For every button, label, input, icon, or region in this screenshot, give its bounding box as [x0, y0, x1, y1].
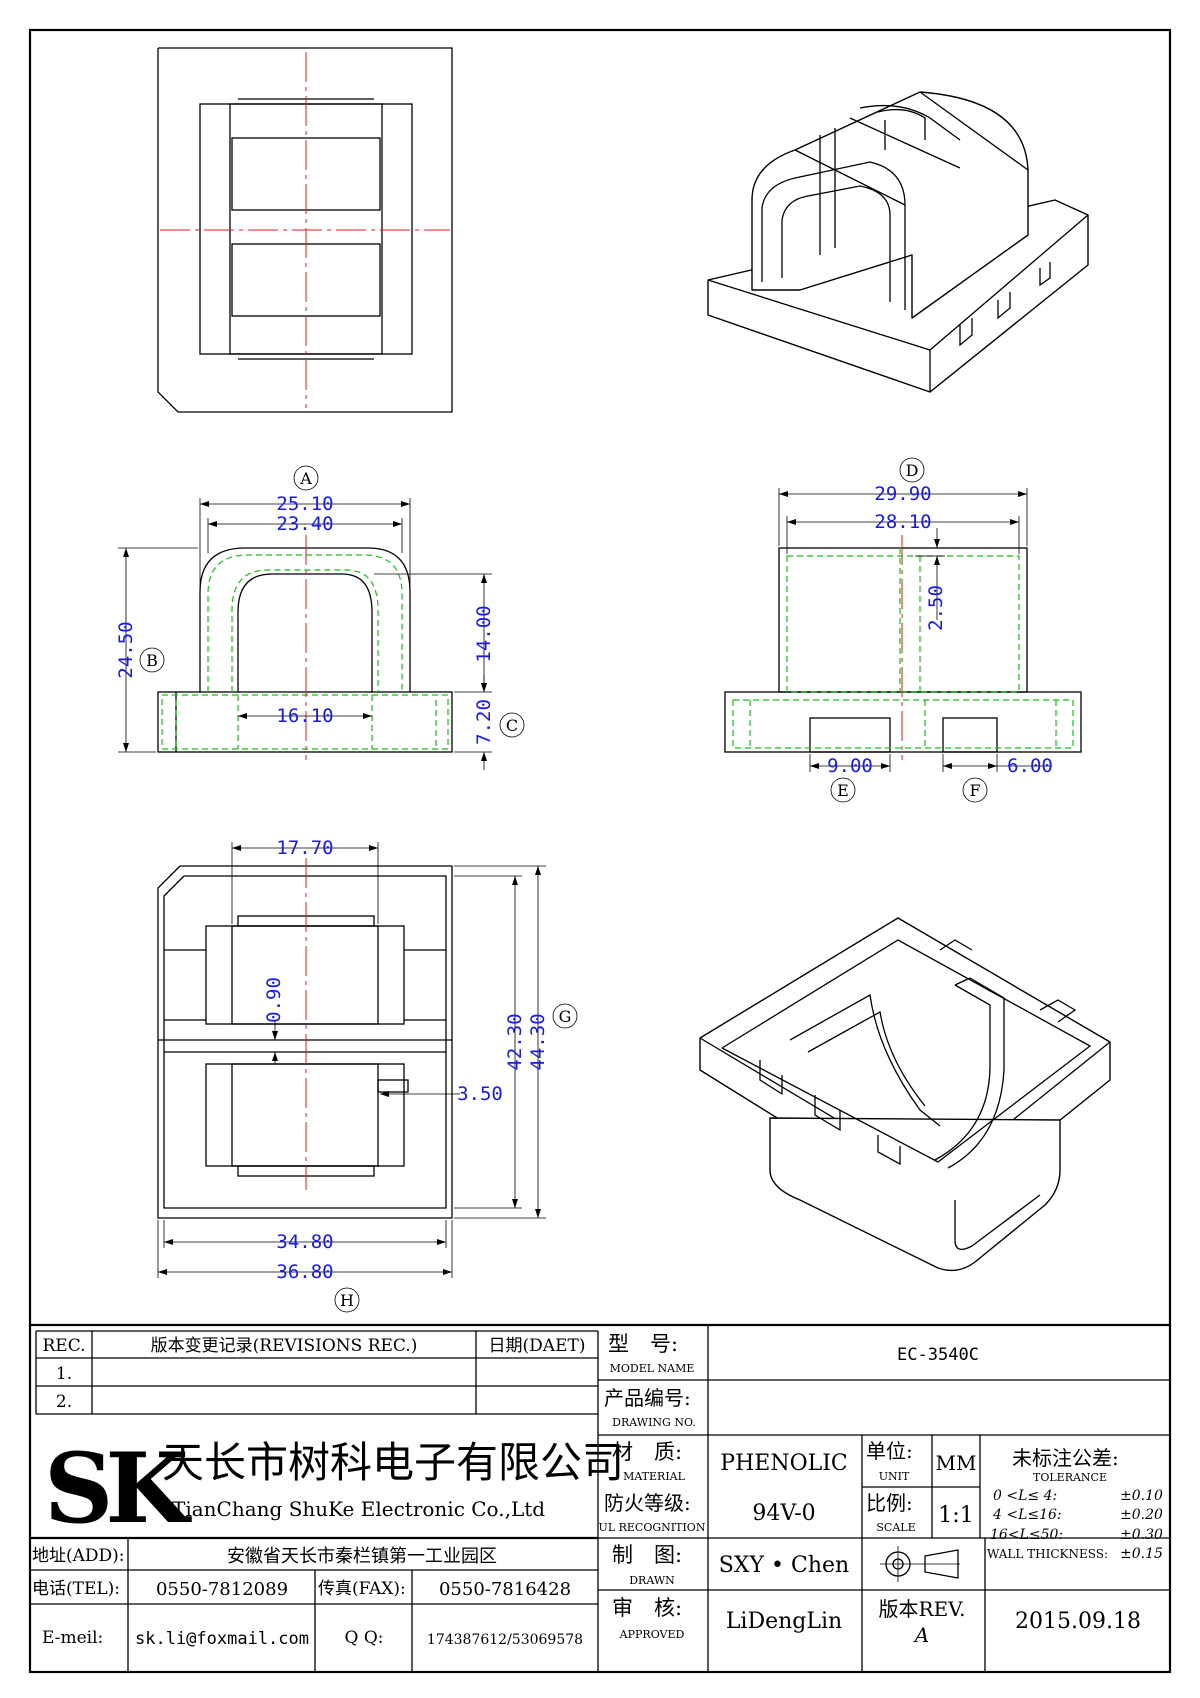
callout-h: H — [340, 1291, 354, 1310]
dim-front-window-height: 14.00 — [473, 605, 495, 662]
material-label: 材 质: — [612, 1440, 682, 1464]
drawn-value: SXY • Chen — [719, 1553, 849, 1578]
callout-e: E — [837, 781, 849, 800]
tolerance-label-en: TOLERANCE — [1033, 1471, 1107, 1484]
unit-label-en: UNIT — [879, 1470, 910, 1483]
unit-label: 单位: — [866, 1439, 913, 1463]
tolerance-range-2: 4 <L≤16: — [992, 1507, 1062, 1523]
scale-label-en: SCALE — [876, 1521, 915, 1534]
rev-row-1: 1. — [56, 1364, 72, 1384]
qq-label: Q Q: — [344, 1628, 383, 1648]
fax-value: 0550-7816428 — [439, 1579, 571, 1600]
side-view-dimensions — [778, 457, 1052, 803]
approved-label: 审 核: — [612, 1596, 682, 1620]
date-value: 2015.09.18 — [1015, 1609, 1141, 1634]
dim-side-top-step: 2.50 — [925, 585, 947, 631]
rev-header: REC. — [42, 1336, 85, 1356]
projection-symbol-icon — [880, 1546, 960, 1582]
drawn-label: 制 图: — [612, 1543, 682, 1567]
fax-label: 传真(FAX): — [318, 1579, 406, 1599]
drawing-no-label-en: DRAWING NO. — [612, 1416, 696, 1429]
title-block-lines — [30, 1323, 1170, 1672]
dim-bottom-outer-length: 44.30 — [527, 1013, 549, 1070]
tolerance-value-1: ±0.10 — [1120, 1488, 1163, 1504]
logo-text: SK — [44, 1432, 192, 1545]
tel-label: 电话(TEL): — [32, 1579, 120, 1599]
dim-bottom-step: 3.50 — [457, 1083, 503, 1105]
address-label: 地址(ADD): — [32, 1546, 125, 1566]
material-value: PHENOLIC — [720, 1451, 847, 1476]
callout-c: C — [506, 716, 518, 735]
dim-front-window-width: 16.10 — [276, 705, 333, 727]
date-header: 日期(DAET) — [489, 1336, 586, 1356]
dim-bottom-outer-width: 36.80 — [276, 1261, 333, 1283]
rev-row-2: 2. — [56, 1392, 72, 1412]
dim-bottom-gap: 0.90 — [263, 977, 285, 1023]
tolerance-range-3: 16<L≤50: — [990, 1527, 1063, 1543]
front-view-dimensions — [118, 465, 525, 770]
dim-front-base-height: 7.20 — [473, 699, 495, 745]
version-label: 版本REV. — [879, 1597, 966, 1621]
approved-label-en: APPROVED — [619, 1628, 685, 1641]
callout-d: D — [906, 461, 919, 480]
company-name-en: TianChang ShuKe Electronic Co.,Ltd — [172, 1497, 545, 1521]
model-label: 型 号: — [608, 1332, 678, 1356]
side-view — [724, 535, 1082, 760]
dim-side-outer-width: 29.90 — [874, 483, 931, 505]
iso-view-top — [707, 91, 1089, 393]
version-value: A — [913, 1623, 929, 1647]
ul-value: 94V-0 — [752, 1501, 815, 1526]
bottom-view-dimensions — [157, 842, 578, 1313]
tel-value: 0550-7812089 — [156, 1579, 288, 1600]
callout-f: F — [969, 781, 980, 800]
dim-front-inner-width: 23.40 — [276, 513, 333, 535]
wall-thickness-value: ±0.15 — [1120, 1546, 1163, 1562]
revisions-header: 版本变更记录(REVISIONS REC.) — [151, 1336, 418, 1356]
callout-a: A — [299, 469, 312, 488]
sheet-border — [28, 28, 1172, 1674]
dim-side-inner-width: 28.10 — [874, 511, 931, 533]
address-value: 安徽省天长市秦栏镇第一工业园区 — [227, 1546, 497, 1567]
callout-b: B — [146, 651, 158, 670]
tolerance-value-3: ±0.30 — [1120, 1527, 1163, 1543]
model-value: EC-3540C — [897, 1345, 979, 1365]
bottom-view — [157, 858, 453, 1219]
dim-side-slot-e: 9.00 — [827, 755, 873, 777]
callout-g: G — [559, 1007, 572, 1026]
tolerance-value-2: ±0.20 — [1120, 1507, 1163, 1523]
front-view — [157, 535, 453, 760]
dim-front-height: 24.50 — [115, 621, 137, 678]
ul-label: 防火等级: — [604, 1491, 691, 1515]
email-label: E-meil: — [42, 1628, 103, 1648]
wall-thickness-label: WALL THICKNESS: — [987, 1547, 1108, 1561]
company-name-cn: 天长市树科电子有限公司 — [162, 1438, 624, 1487]
company-logo: SK — [44, 1432, 200, 1545]
top-view — [157, 47, 453, 413]
drawing-no-label: 产品编号: — [604, 1386, 691, 1410]
email-value: sk.li@foxmail.com — [135, 1629, 309, 1649]
scale-label: 比例: — [866, 1491, 913, 1515]
dim-side-slot-f: 6.00 — [1007, 755, 1053, 777]
dim-bottom-inner-length: 42.30 — [504, 1013, 526, 1070]
dim-bottom-core-width: 17.70 — [276, 837, 333, 859]
unit-value: MM — [936, 1451, 977, 1475]
approved-value: LiDengLin — [726, 1609, 842, 1634]
dim-bottom-inner-width: 34.80 — [276, 1231, 333, 1253]
scale-value: 1:1 — [938, 1503, 973, 1528]
material-label-en: MATERIAL — [623, 1470, 686, 1483]
tolerance-label: 未标注公差: — [1012, 1446, 1119, 1470]
qq-value: 174387612/53069578 — [427, 1632, 583, 1648]
drawn-label-en: DRAWN — [629, 1574, 675, 1587]
model-label-en: MODEL NAME — [610, 1362, 695, 1375]
iso-view-bottom — [699, 917, 1111, 1272]
dim-front-outer-width: 25.10 — [276, 493, 333, 515]
tolerance-range-1: 0 <L≤ 4: — [993, 1488, 1057, 1504]
ul-label-en: UL RECOGNITION — [599, 1521, 706, 1534]
